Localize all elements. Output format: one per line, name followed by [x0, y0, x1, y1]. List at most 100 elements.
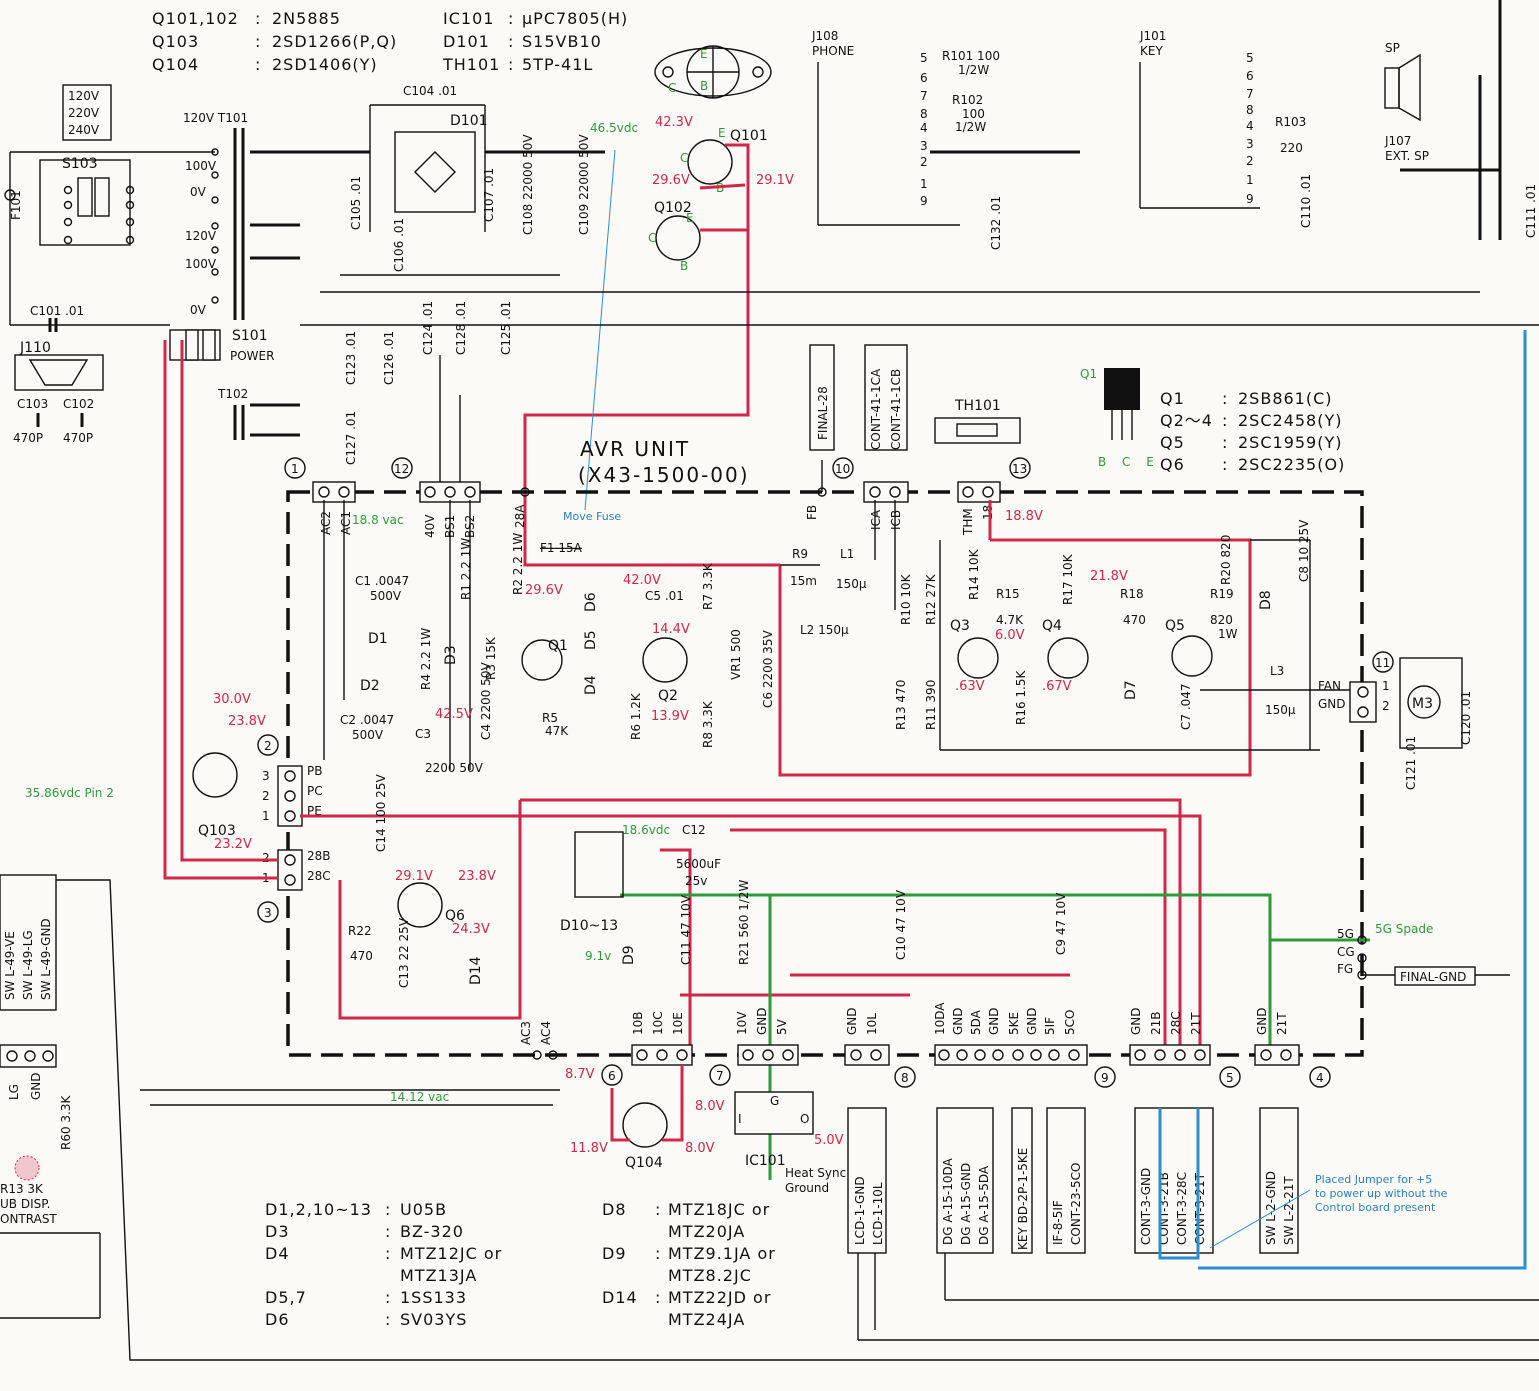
svg-text:470P: 470P — [63, 431, 93, 445]
f101-label: F101 — [9, 190, 23, 220]
svg-text:2: 2 — [1246, 154, 1254, 168]
svg-text:2: 2 — [262, 851, 270, 865]
svg-text:R17 10K: R17 10K — [1061, 553, 1075, 605]
svg-text:13: 13 — [1012, 462, 1027, 476]
svg-text:3: 3 — [262, 769, 270, 783]
svg-text:FB: FB — [805, 505, 819, 520]
svg-text:C107 .01: C107 .01 — [482, 168, 496, 222]
svg-text:12: 12 — [394, 462, 409, 476]
avr-part-number: (X43-1500-00) — [578, 463, 750, 487]
svg-text:10L: 10L — [865, 1013, 879, 1035]
svg-text:C110 .01: C110 .01 — [1299, 174, 1313, 228]
svg-text:IF-8-5IF: IF-8-5IF — [1051, 1200, 1065, 1245]
part-ref: Q104 — [152, 55, 199, 74]
svg-text:C120 .01: C120 .01 — [1459, 691, 1473, 745]
svg-text:C109 22000 50V: C109 22000 50V — [577, 134, 591, 235]
svg-text:MTZ9.1JA or: MTZ9.1JA or — [668, 1244, 776, 1263]
svg-text:2: 2 — [1382, 699, 1390, 713]
svg-text:29.6V: 29.6V — [652, 173, 690, 188]
diode-list: D1,2,10~13 : U05B D3 : BZ-320 D4 : MTZ12… — [265, 1200, 776, 1329]
svg-text:8: 8 — [901, 1071, 909, 1085]
part-ref: Q103 — [152, 32, 199, 51]
svg-text:C5 .01: C5 .01 — [645, 589, 684, 603]
svg-text:MTZ13JA: MTZ13JA — [400, 1266, 477, 1285]
svg-text:R101 100: R101 100 — [942, 49, 1000, 63]
svg-text:47K: 47K — [545, 724, 569, 738]
svg-text:5IF: 5IF — [1043, 1017, 1057, 1035]
svg-text:D9: D9 — [621, 945, 637, 965]
svg-text:LCD-1-GND: LCD-1-GND — [853, 1176, 867, 1245]
svg-text:5CO: 5CO — [1063, 1010, 1077, 1035]
svg-text:1: 1 — [1246, 173, 1254, 187]
svg-text:8: 8 — [920, 107, 928, 121]
svg-text:2SC2235(O): 2SC2235(O) — [1238, 455, 1345, 474]
svg-text:ICB: ICB — [889, 510, 903, 530]
svg-text::: : — [255, 32, 261, 51]
svg-text:18.8V: 18.8V — [1005, 509, 1043, 524]
svg-text:Q2: Q2 — [658, 688, 678, 704]
svg-text::: : — [385, 1310, 391, 1329]
svg-text:GND: GND — [1318, 697, 1346, 711]
svg-text:R14 10K: R14 10K — [967, 548, 981, 600]
svg-text:10V: 10V — [735, 1011, 749, 1035]
svg-text:SW L-2-GND: SW L-2-GND — [1264, 1171, 1278, 1245]
part-name: 2SD1406(Y) — [272, 55, 378, 74]
svg-text:1: 1 — [1382, 679, 1390, 693]
svg-text:2SC2458(Y): 2SC2458(Y) — [1238, 411, 1342, 430]
svg-text:F1 15A: F1 15A — [540, 541, 583, 555]
svg-text:R12 27K: R12 27K — [924, 573, 938, 625]
svg-text::: : — [385, 1288, 391, 1307]
parts-list-top: Q101,102 : 2N5885 Q103 : 2SD1266(P,Q) Q1… — [152, 9, 628, 74]
svg-text:10B: 10B — [631, 1011, 645, 1035]
svg-text:LCD-1-10L: LCD-1-10L — [871, 1182, 885, 1245]
svg-text:500V: 500V — [370, 589, 402, 603]
svg-text:7: 7 — [1246, 87, 1254, 101]
transistor-list: Q1 : 2SB861(C) Q2～4 : 2SC2458(Y) Q5 : 2S… — [1160, 389, 1345, 474]
svg-text:C121 .01: C121 .01 — [1404, 736, 1418, 790]
svg-text:PC: PC — [307, 784, 323, 798]
svg-text:C: C — [680, 151, 688, 165]
svg-text:C: C — [648, 231, 656, 245]
voltage-selector: 120V 220V 240V — [62, 84, 112, 141]
svg-text:10C: 10C — [651, 1011, 665, 1035]
svg-text:Q104: Q104 — [625, 1155, 663, 1171]
svg-text:R22: R22 — [348, 924, 372, 938]
svg-text:D4: D4 — [583, 675, 599, 695]
svg-text:D6: D6 — [583, 592, 599, 612]
q1-pinout: Q1 B C E — [1080, 367, 1154, 469]
svg-text:C105 .01: C105 .01 — [349, 176, 363, 230]
svg-text:ICA: ICA — [869, 509, 883, 530]
svg-text:1: 1 — [920, 177, 928, 191]
svg-text:23.8V: 23.8V — [228, 714, 266, 729]
svg-text:MTZ8.2JC: MTZ8.2JC — [668, 1266, 752, 1285]
part-name: μPC7805(H) — [522, 9, 628, 28]
svg-text:7: 7 — [920, 89, 928, 103]
svg-text:15m: 15m — [790, 574, 817, 588]
svg-text:Q1: Q1 — [548, 638, 568, 654]
svg-text:100V: 100V — [185, 257, 217, 271]
svg-text:CONT-3-21T: CONT-3-21T — [1193, 1172, 1207, 1245]
svg-text:8: 8 — [1246, 103, 1254, 117]
svg-text::: : — [385, 1222, 391, 1241]
svg-text::: : — [655, 1244, 661, 1263]
to3-package-outline: E C B — [654, 45, 772, 99]
svg-text:470: 470 — [1123, 613, 1146, 627]
svg-text:D5,7: D5,7 — [265, 1288, 307, 1307]
svg-text:470P: 470P — [13, 431, 43, 445]
svg-text:C14 100 25V: C14 100 25V — [374, 774, 388, 852]
svg-text:BZ-320: BZ-320 — [400, 1222, 464, 1241]
svg-text:R15: R15 — [996, 587, 1020, 601]
svg-text:Q1: Q1 — [1160, 389, 1185, 408]
svg-text:CG: CG — [1337, 945, 1355, 959]
svg-text:FINAL-GND: FINAL-GND — [1400, 970, 1466, 984]
svg-text:C4 2200 50V: C4 2200 50V — [479, 662, 493, 740]
svg-text:D3: D3 — [265, 1222, 290, 1241]
svg-text:1/2W: 1/2W — [955, 120, 986, 134]
svg-text:5V: 5V — [775, 1018, 789, 1035]
svg-text:6.0V: 6.0V — [995, 628, 1025, 643]
svg-text:R13 470: R13 470 — [894, 680, 908, 730]
svg-text:D14: D14 — [602, 1288, 638, 1307]
svg-text:5600uF: 5600uF — [676, 857, 721, 871]
svg-text:500V: 500V — [352, 728, 384, 742]
svg-text:R103: R103 — [1275, 115, 1306, 129]
